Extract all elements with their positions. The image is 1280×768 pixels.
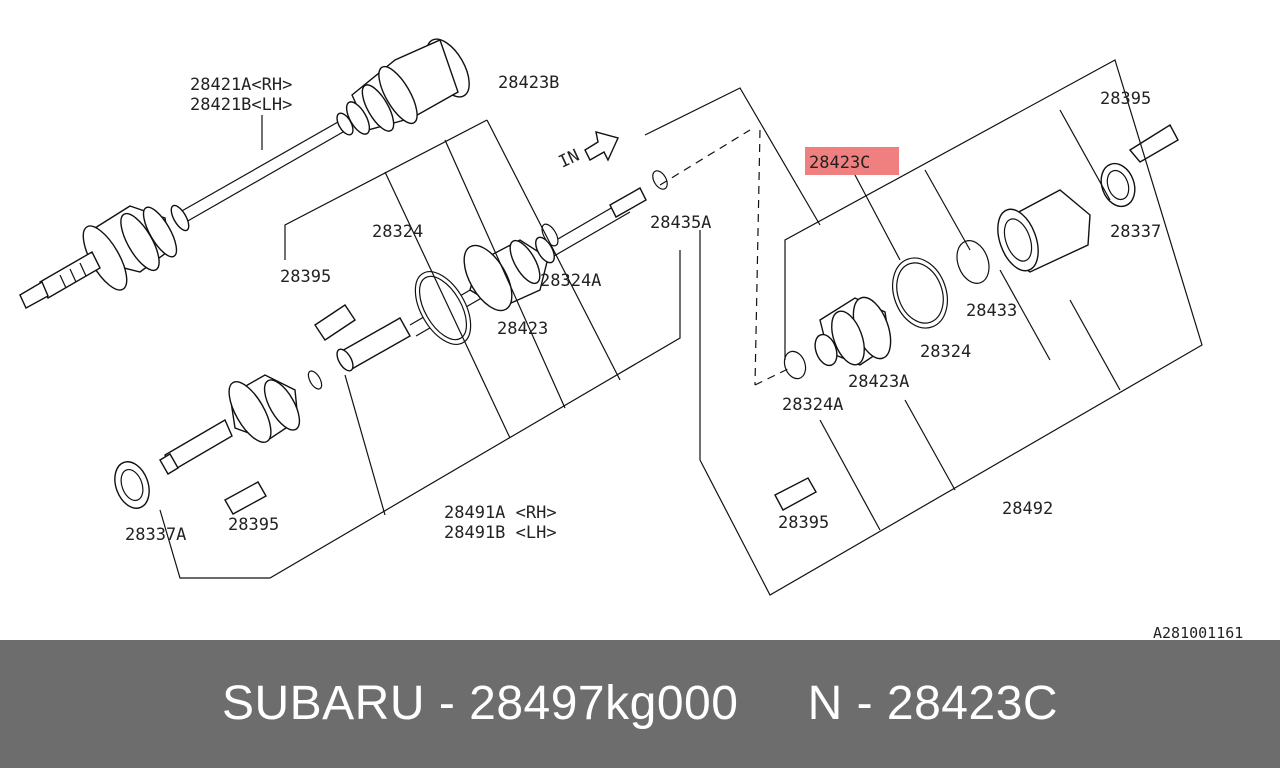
middle-shaft-assembly [114,170,668,515]
label-in: IN [556,146,583,173]
parts-diagram: 28421A<RH> 28421B<LH> 28423B 28324 28395… [19,38,1243,640]
footer-part-number: SUBARU - 28497kg000 N - 28423C [221,677,1059,730]
label-28421a: 28421A<RH> [190,75,292,95]
label-28324a-mid: 28324A [540,271,601,291]
label-28337: 28337 [1110,222,1161,242]
label-28423b: 28423B [498,73,559,93]
label-28395-top-right: 28395 [1100,89,1151,109]
label-28433: 28433 [966,301,1017,321]
label-28324a-right: 28324A [782,395,843,415]
label-28492: 28492 [1002,499,1053,519]
label-28435a: 28435A [650,213,711,233]
label-28395-left: 28395 [280,267,331,287]
part-labels: 28421A<RH> 28421B<LH> 28423B 28324 28395… [125,73,1243,640]
label-28395-bottom: 28395 [778,513,829,533]
label-28491b: 28491B <LH> [444,523,557,543]
label-28491a: 28491A <RH> [444,503,557,523]
label-28395-bottom-left: 28395 [228,515,279,535]
label-28324-top: 28324 [372,222,423,242]
diagram-code: A281001161 [1153,624,1243,640]
label-28423a: 28423A [848,372,909,392]
label-28324-right: 28324 [920,342,971,362]
highlight-box [805,147,899,175]
leader-lines [159,59,1203,596]
boot-kit-assembly [584,124,1179,511]
axle-shaft-assembly [19,38,470,309]
label-28423c: 28423C [809,153,870,173]
label-28337a: 28337A [125,525,186,545]
footer-bar: SUBARU - 28497kg000 N - 28423C [0,640,1280,768]
label-28421b: 28421B<LH> [190,95,292,115]
label-28423: 28423 [497,319,548,339]
